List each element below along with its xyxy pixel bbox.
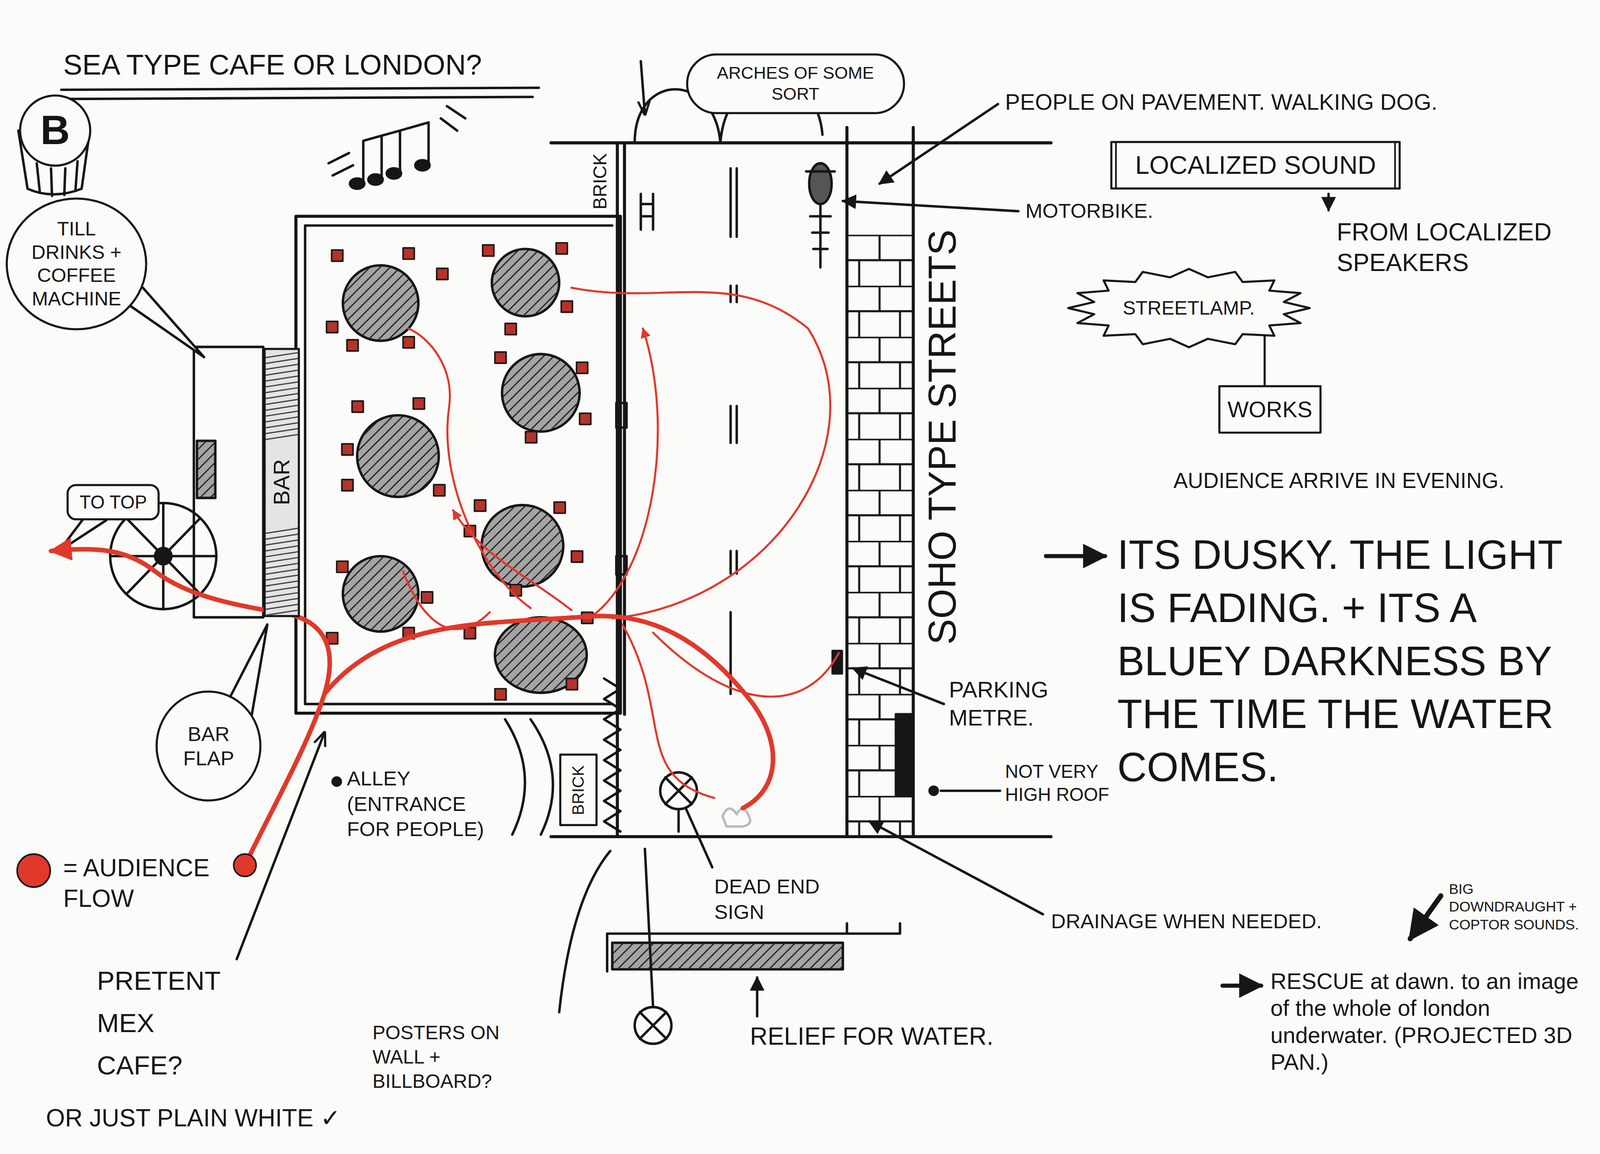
node-text: B	[24, 105, 86, 155]
note-label: ITS DUSKY. THE LIGHT IS FADING. + ITS A …	[1117, 528, 1582, 794]
speech-bubble: BAR FLAP	[154, 689, 263, 802]
note-label: OR JUST PLAIN WHITE ✓	[46, 1102, 424, 1133]
connector-line	[1263, 333, 1266, 385]
outline-rounded	[67, 484, 159, 520]
speech-bubble: TILL DRINKS + COFFEE MACHINE	[5, 196, 148, 331]
audience-flow	[51, 287, 839, 866]
bar-counter: BAR	[263, 347, 301, 618]
audience-start-dot	[233, 853, 257, 877]
outline-star	[1068, 268, 1310, 348]
note-label: SOHO TYPE STREETS	[918, 229, 967, 645]
bar-hatching	[265, 352, 299, 615]
cafe-chairs	[326, 242, 593, 700]
note-label: PARKING METRE.	[948, 675, 1103, 732]
node-outline	[5, 196, 148, 331]
note-label: RELIEF FOR WATER.	[749, 1020, 1057, 1052]
starburst-box: STREETLAMP.	[1066, 267, 1312, 349]
outline-ellipse	[6, 198, 147, 330]
outline-ellipse	[20, 95, 91, 166]
legend-swatch	[16, 852, 52, 888]
note-label: DRAINAGE WHEN NEEDED.	[1051, 908, 1388, 934]
outline-box	[560, 754, 597, 825]
note-label: BRICK	[588, 153, 612, 210]
note-label: AUDIENCE ARRIVE IN EVENING.	[1173, 467, 1597, 495]
legend-text: = AUDIENCE FLOW	[63, 852, 242, 914]
badge-circle: B	[18, 93, 92, 168]
node-text: LOCALIZED SOUND	[1126, 149, 1385, 181]
outline-box	[1219, 386, 1321, 433]
callout-box: TO TOP	[66, 483, 160, 521]
cafe-room	[59, 216, 621, 719]
diagram-title: SEA TYPE CAFE OR LONDON?	[63, 46, 574, 83]
outline-double-bar	[1115, 141, 1396, 189]
note-label: NOT VERY HIGH ROOF	[1004, 760, 1113, 807]
label-box: WORKS	[1218, 384, 1322, 434]
node-outline	[685, 53, 906, 115]
note-label: ALLEY (ENTRANCE FOR PEOPLE)	[347, 765, 511, 843]
music-notes	[328, 105, 466, 189]
note-label: RESCUE at dawn. to an image of the whole…	[1270, 967, 1587, 1075]
node-text: TO TOP	[74, 491, 153, 514]
node-text: TILL DRINKS + COFFEE MACHINE	[25, 217, 128, 311]
outline-ellipse	[156, 691, 261, 801]
outline-bar	[264, 348, 299, 616]
note-label: PRETENT MEX CAFE?	[97, 959, 235, 1087]
node-text: ARCHES OF SOME SORT	[705, 62, 885, 105]
street	[332, 61, 1052, 1044]
outline-cloud	[687, 54, 905, 114]
label-box: BRICK	[559, 752, 598, 827]
note-label: POSTERS ON WALL + BILLBOARD?	[372, 1020, 546, 1094]
node-text: WORKS	[1226, 395, 1314, 423]
node-text: BAR FLAP	[173, 721, 244, 771]
node-outline	[154, 689, 263, 802]
note-label: DEAD END SIGN	[714, 873, 837, 925]
node-text: BRICK	[568, 765, 589, 815]
sound-box: LOCALIZED SOUND	[1110, 140, 1402, 190]
node-text: STREETLAMP.	[1109, 296, 1269, 320]
title-underline	[61, 87, 539, 99]
outline-box	[1111, 141, 1400, 189]
note-label: BIG DOWNDRAUGHT + COPTOR SOUNDS.	[1448, 879, 1592, 934]
note-label: MOTORBIKE.	[1025, 198, 1179, 224]
note-label: PEOPLE ON PAVEMENT. WALKING DOG.	[1004, 87, 1577, 116]
note-label: FROM LOCALIZED SPEAKERS	[1336, 216, 1592, 278]
cloud-bubble: ARCHES OF SOME SORT	[685, 53, 906, 115]
node-text: BAR	[267, 458, 295, 505]
